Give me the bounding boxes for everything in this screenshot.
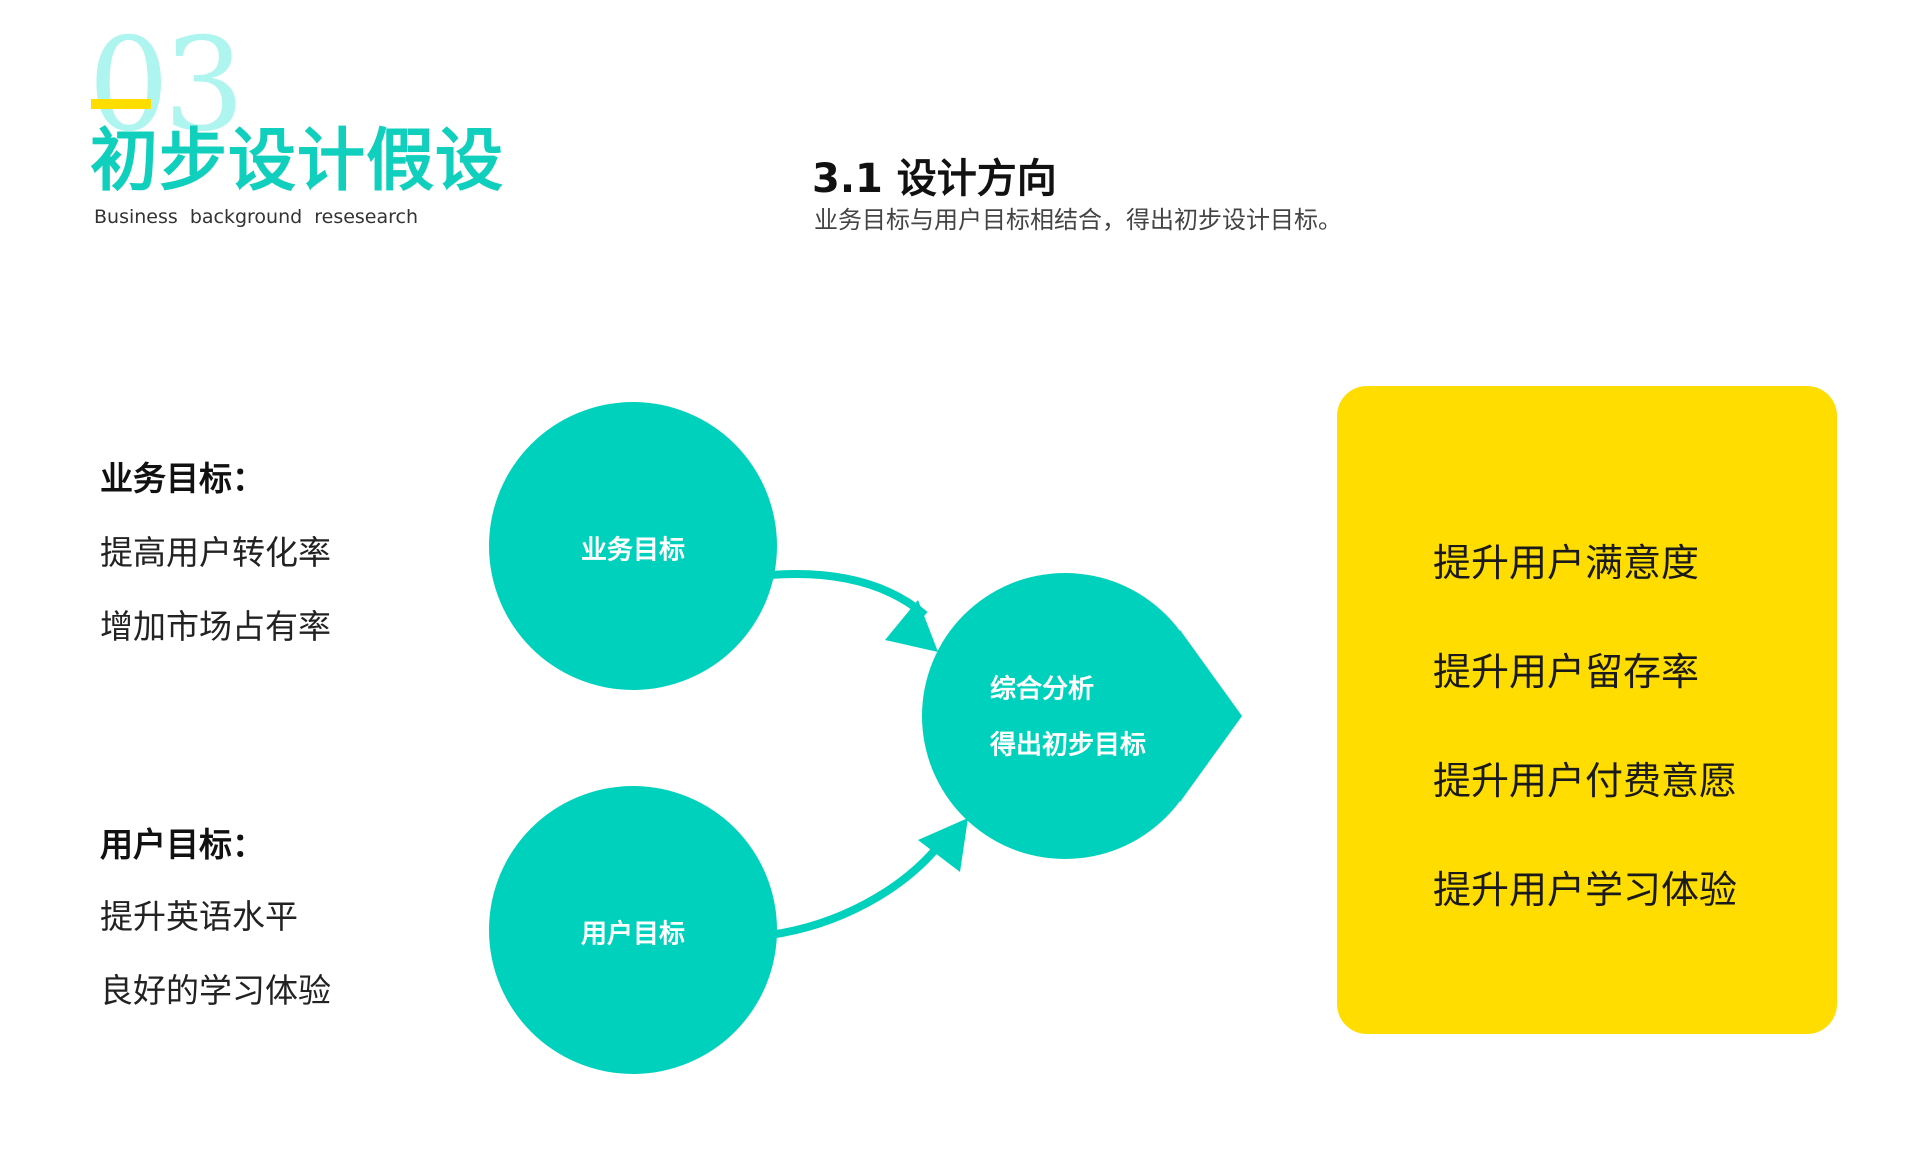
subsection-description: 业务目标与用户目标相结合，得出初步设计目标。 [814, 206, 1342, 234]
arrow-connector-user [769, 847, 939, 939]
arrow-head-business [885, 600, 938, 652]
subsection-title: 3.1 设计方向 [812, 156, 1057, 202]
node-business-goal [489, 402, 777, 690]
section-subtitle: Business background resesearch [94, 206, 419, 228]
result-item: 提升用户留存率 [1433, 650, 1700, 694]
node-analysis-pointer [1180, 630, 1242, 802]
node-analysis-label-2: 得出初步目标 [989, 730, 1146, 761]
section-number: 03 [88, 11, 245, 160]
result-item: 提升用户学习体验 [1433, 868, 1738, 912]
business-goal-item: 提高用户转化率 [100, 533, 331, 572]
accent-bar [91, 99, 151, 109]
result-item: 提升用户满意度 [1433, 541, 1700, 585]
arrow-connector-business [769, 570, 928, 619]
node-user-label: 用户目标 [581, 919, 685, 950]
business-goal-item: 增加市场占有率 [100, 607, 331, 646]
result-item: 提升用户付费意愿 [1433, 759, 1738, 803]
node-user-goal [489, 786, 777, 1074]
arrow-head-user [918, 818, 968, 872]
section-title: 初步设计假设 [90, 122, 505, 201]
results-card [1337, 386, 1837, 1034]
node-analysis [922, 573, 1208, 859]
node-business-label: 业务目标 [581, 536, 685, 566]
user-goals-title: 用户目标： [100, 825, 265, 864]
business-goals-title: 业务目标： [100, 459, 265, 498]
user-goal-item: 良好的学习体验 [100, 971, 331, 1010]
user-goal-item: 提升英语水平 [100, 897, 298, 936]
node-analysis-label-1: 综合分析 [990, 674, 1094, 705]
